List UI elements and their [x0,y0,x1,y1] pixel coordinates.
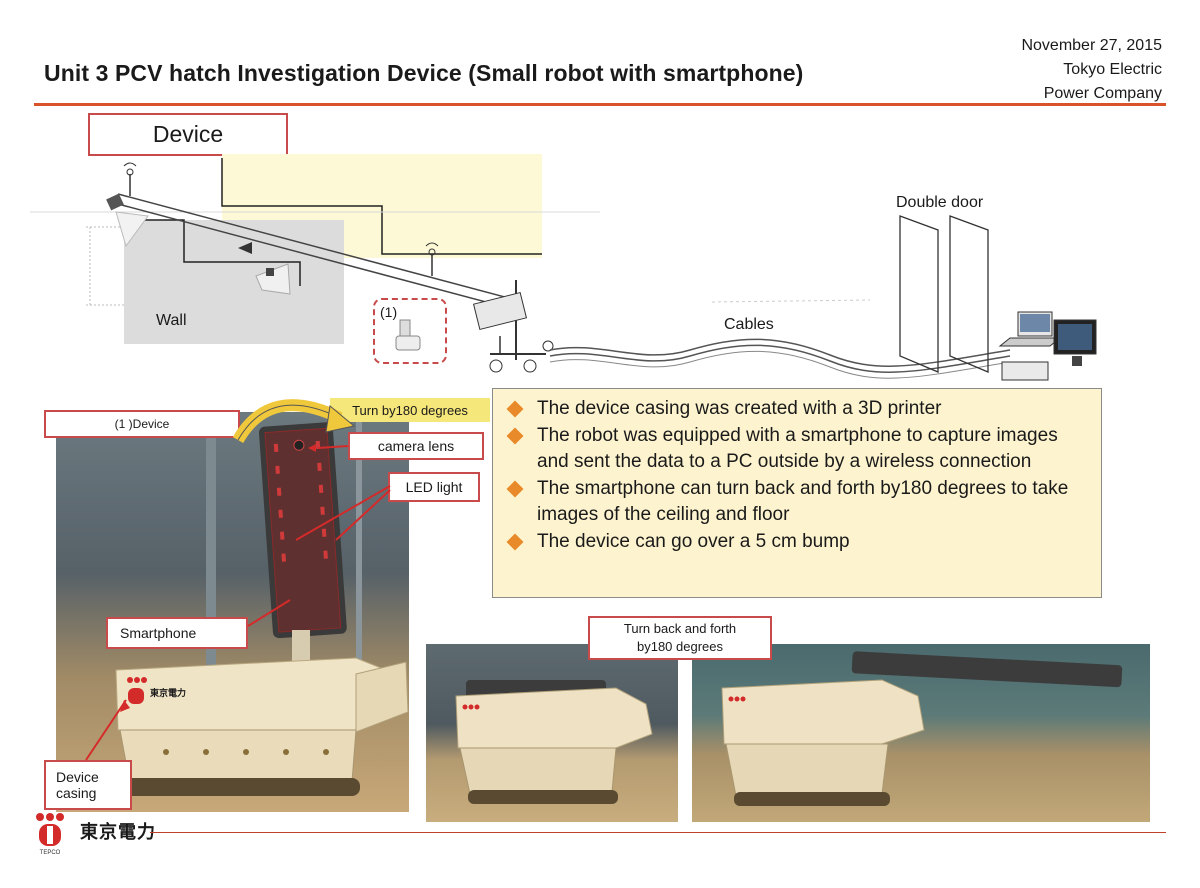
page-title: Unit 3 PCV hatch Investigation Device (S… [44,60,804,86]
device-photo: 東京電力 [56,412,409,812]
info-panel: The device casing was created with a 3D … [492,388,1102,598]
antenna-icon [425,242,439,276]
smartphone-callout: Smartphone [106,617,248,649]
casing-label-line-2: casing [56,785,97,801]
control-cart-icon [472,280,554,373]
footer-company-name: 東京電力 [80,822,156,842]
casing-label-line-1: Device [56,769,99,785]
turn-back-line-1: Turn back and forth [623,621,737,636]
wall-block [124,220,344,344]
camera-icon [238,242,252,254]
turn-callout: Turn by180 degrees [330,398,490,422]
device-highlight-box [373,298,447,364]
cables-label: Cables [724,316,774,333]
building-outline [221,158,542,255]
turn-back-callout: Turn back and forth by180 degrees [588,616,772,660]
antenna-icon [123,162,137,196]
boom-pipe [117,193,517,301]
casing-logo-text: 東京電力 [150,688,187,698]
device-section-label: Device [88,113,288,156]
date-text: November 27, 2015 [1021,37,1162,54]
device-casing-callout: Device casing [44,760,132,810]
footer-divider [150,832,1166,833]
double-door-label: Double door [896,194,984,211]
info-bullet: The robot was equipped with a smartphone… [506,423,1089,476]
computer-icon [998,311,1097,381]
cables-line [549,338,1011,367]
turn-photo-2 [692,644,1150,822]
layout-diagram [30,154,1097,381]
info-bullet: The smartphone can turn back and forth b… [506,476,1089,529]
info-bullet-list: The device casing was created with a 3D … [506,396,1089,556]
header-meta: November 27, 2015 Tokyo Electric Power C… [1021,34,1162,106]
turn-back-line-2: by180 degrees [636,639,723,654]
org-line-2: Power Company [1043,85,1162,102]
robot-photo-illustration [115,412,409,796]
camera-lens-callout: camera lens [348,432,484,460]
device-tag: (1) [380,304,398,320]
turn-photo-1 [426,644,678,822]
robot-mini-icon [395,319,421,351]
double-door-icon [899,215,989,373]
header-divider [34,103,1166,106]
info-bullet: The device can go over a 5 cm bump [506,529,1089,556]
tepco-logo-icon: TEPCO [36,813,64,856]
org-line-1: Tokyo Electric [1063,61,1162,78]
svg-text:TEPCO: TEPCO [40,850,61,856]
device-callout: (1 )Device [44,410,240,438]
rotate-arrow-icon [232,399,356,444]
camera-icon [106,193,124,211]
info-bullet: The device casing was created with a 3D … [506,396,1089,423]
wall-label: Wall [156,312,187,329]
led-light-callout: LED light [388,472,480,502]
